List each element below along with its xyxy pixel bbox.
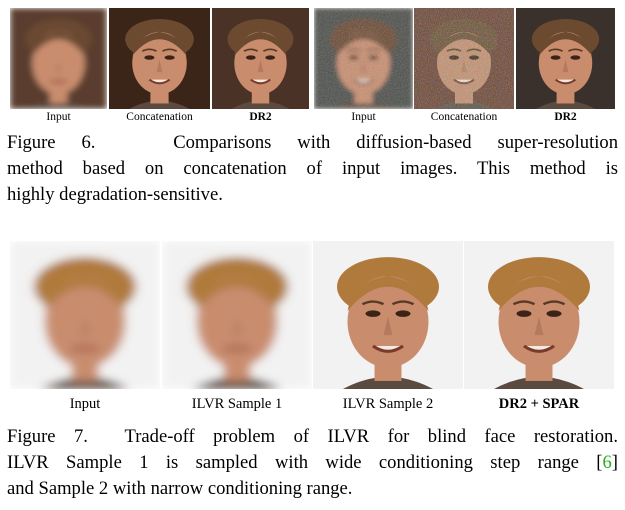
fig6-photo-1 xyxy=(10,8,107,109)
fig7-label-dr2-spar: DR2 + SPAR xyxy=(498,396,580,412)
figure-7-caption: Figure 7. Trade-off problem of ILVR for … xyxy=(7,424,618,502)
fig6-label-dr2-2: DR2 xyxy=(554,111,577,123)
fig6-photo-2 xyxy=(109,8,210,109)
figure-6-caption: Figure 6. Comparisons with diffusion-bas… xyxy=(7,130,618,208)
citation-link[interactable]: 6 xyxy=(602,452,612,473)
fig7-label-ilvr-sample-2: ILVR Sample 2 xyxy=(342,396,434,412)
fig6-label-input-2: Input xyxy=(351,111,376,123)
fig6-photo-4 xyxy=(314,8,413,109)
fig7-label-input: Input xyxy=(69,396,101,412)
figure-7-caption-line-1: Figure 7. Trade-off problem of ILVR for … xyxy=(7,426,618,447)
fig7-photo-2 xyxy=(162,241,312,389)
figure-7-caption-line-3: and Sample 2 with narrow conditioning ra… xyxy=(7,478,353,499)
fig6-photo-5 xyxy=(414,8,514,109)
figure-6-caption-line-2: method based on concatenation of input i… xyxy=(7,158,618,179)
figure-6-caption-line-3: highly degradation-sensitive. xyxy=(7,184,223,205)
figure-7-caption-line-2: ILVR Sample 1 is sampled with wide condi… xyxy=(7,452,618,473)
fig6-label-concatenation-1: Concatenation xyxy=(126,111,193,123)
fig6-label-dr2-1: DR2 xyxy=(249,111,272,123)
fig6-photo-6 xyxy=(516,8,615,109)
fig7-photo-1 xyxy=(10,241,160,389)
fig6-photo-3 xyxy=(212,8,309,109)
figure-6-caption-line-1: Figure 6. Comparisons with diffusion-bas… xyxy=(7,132,618,153)
fig6-label-concatenation-2: Concatenation xyxy=(430,111,498,123)
fig6-label-input-1: Input xyxy=(46,111,71,123)
fig7-photo-4 xyxy=(464,241,614,389)
fig7-photo-3 xyxy=(313,241,463,389)
fig7-label-ilvr-sample-1: ILVR Sample 1 xyxy=(191,396,283,412)
